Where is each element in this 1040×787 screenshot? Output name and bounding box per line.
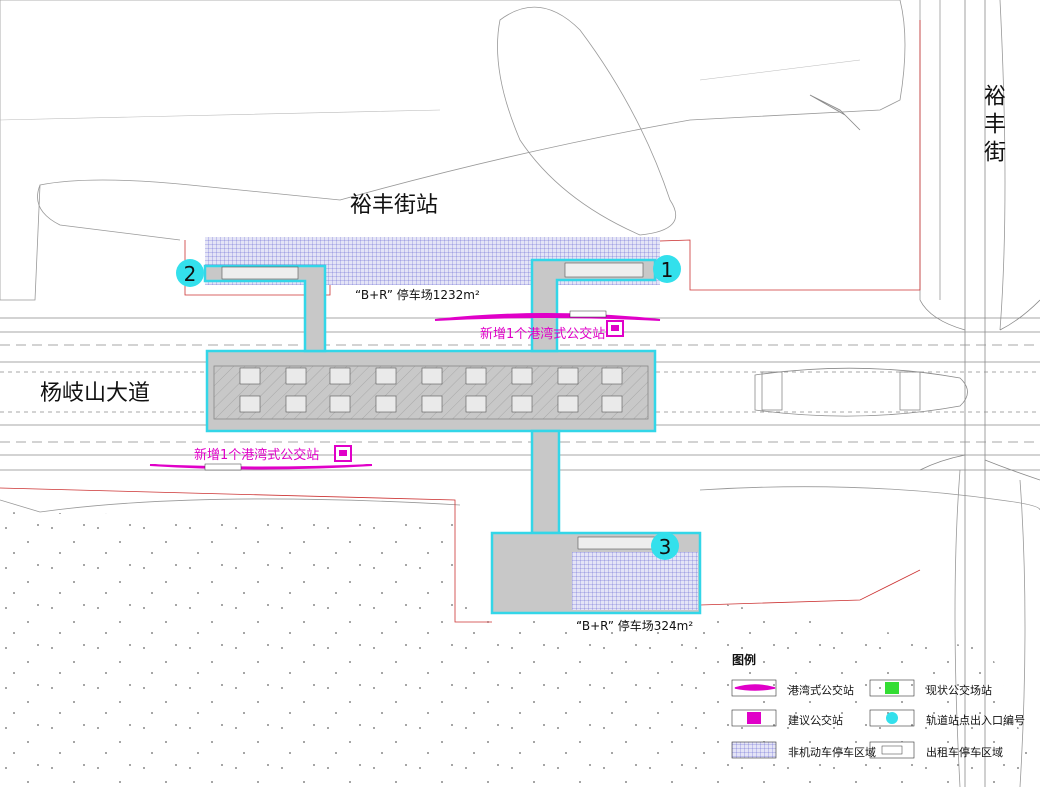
entrance-marker-1: 1: [653, 255, 681, 283]
road-cross-label: 裕丰街: [980, 84, 1005, 168]
entrance-marker-2: 2: [176, 259, 204, 287]
legend-label-proposed-bus: 建议公交站: [788, 714, 843, 727]
parking-north-label: “B+R” 停车场1232m²: [355, 288, 480, 302]
legend-title: 图例: [732, 653, 757, 667]
station-name-label: 裕丰街站: [350, 193, 439, 218]
entrance-2-number: 2: [184, 262, 197, 286]
bike-parking-south: [572, 552, 698, 610]
station-columns: [239, 367, 623, 413]
bus-bay-north: [434, 313, 661, 321]
proposed-bus-stop-icon-north: [606, 320, 624, 337]
bus-bay-south-label: 新增1个港湾式公交站: [194, 448, 320, 463]
bus-bay-north-label: 新增1个港湾式公交站: [480, 327, 606, 342]
entrance-1-number: 1: [661, 258, 674, 282]
stairs: [221, 262, 659, 550]
bus-bay-icon: [734, 684, 776, 691]
entrance-number-icon: [886, 712, 898, 724]
passage-2: [203, 264, 327, 353]
entrance-3-number: 3: [659, 535, 672, 559]
legend-icons: [731, 679, 915, 759]
road-main-label: 杨岐山大道: [40, 381, 151, 406]
entrance-marker-3: 3: [651, 532, 679, 560]
bike-parking-icon: [731, 741, 777, 759]
existing-bus-station-icon: [869, 679, 915, 697]
legend-label-bus-bay: 港湾式公交站: [788, 684, 854, 697]
legend-label-existing-bus: 现状公交场站: [926, 684, 992, 697]
parking-south-label: “B+R” 停车场324m²: [576, 619, 694, 633]
legend-label-taxi-parking: 出租车停车区域: [926, 746, 1003, 759]
proposed-bus-stop-icon: [747, 712, 761, 724]
passage-3: [530, 429, 561, 535]
proposed-bus-stop-icon-south: [334, 445, 352, 462]
bus-bay-south: [149, 464, 373, 470]
legend-label-entrance-number: 轨道站点出入口编号: [926, 714, 1025, 727]
legend-label-bike-parking: 非机动车停车区域: [788, 746, 876, 759]
